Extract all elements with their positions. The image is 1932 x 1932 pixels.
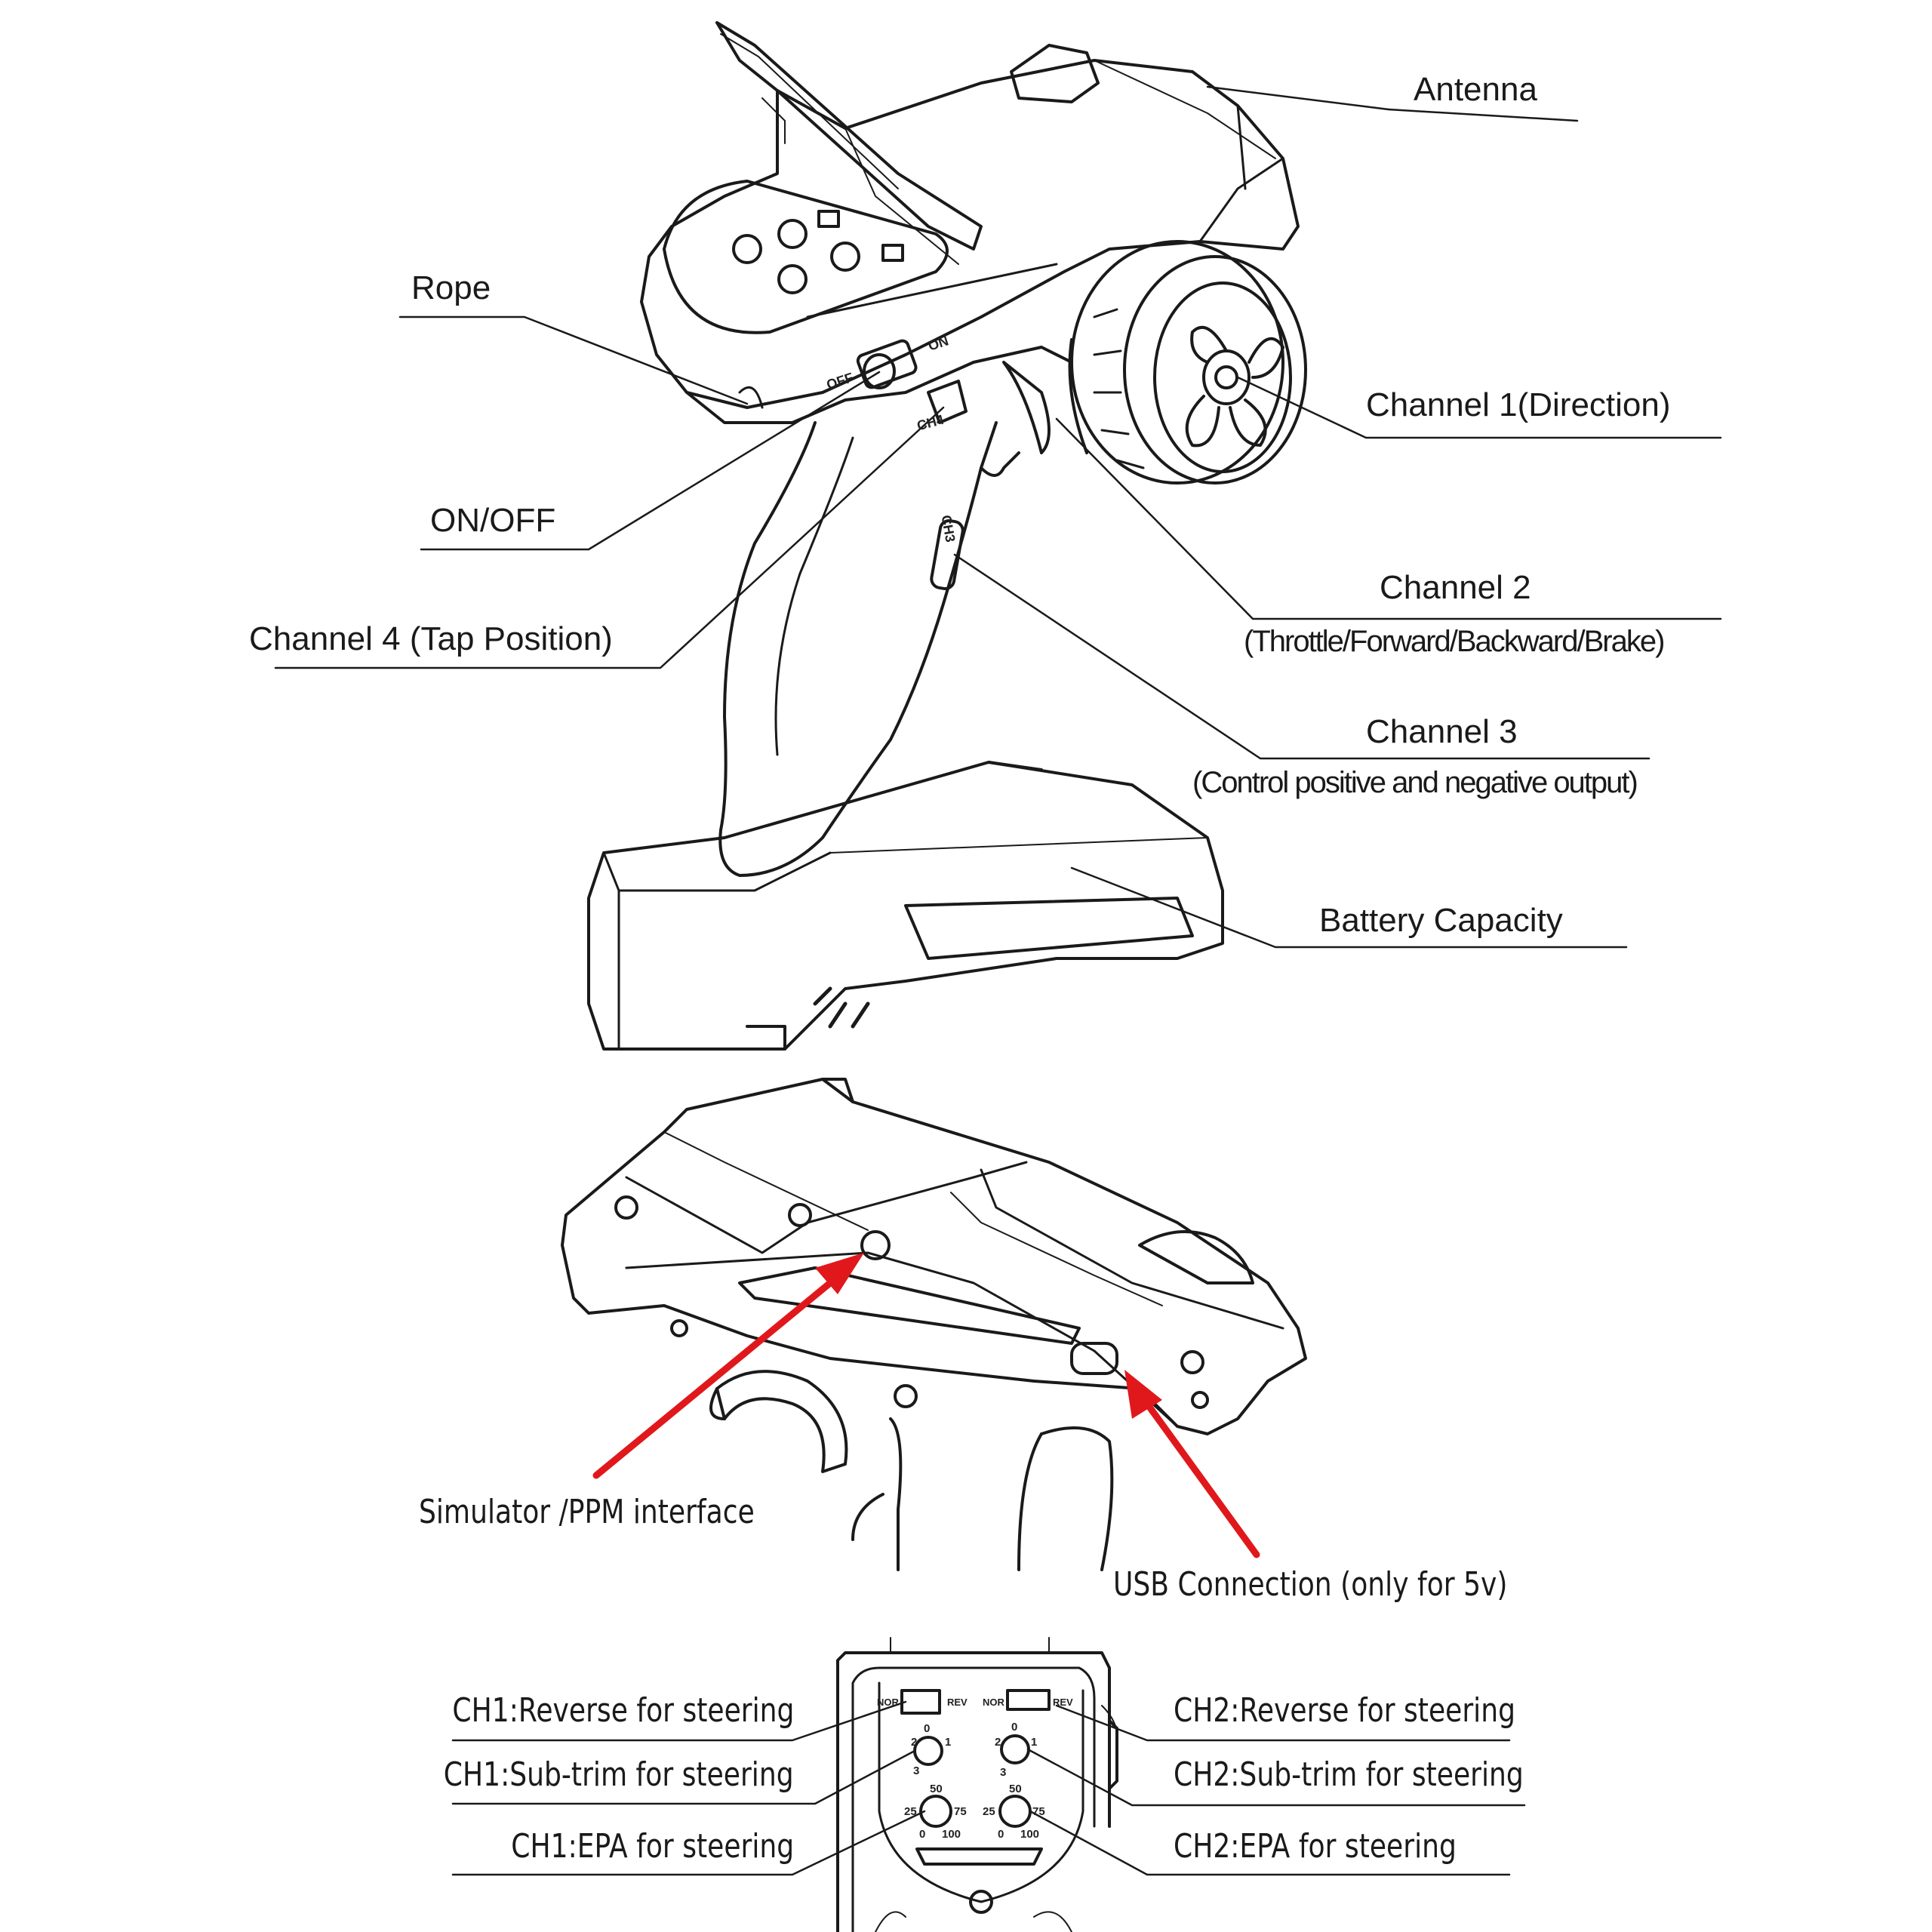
on-off-label: ON/OFF: [430, 502, 556, 539]
trim-panel-view: [836, 1637, 1118, 1932]
ch1-reverse-label: CH1:Reverse for steering: [452, 1691, 794, 1730]
ch2-epa-knob-shape: [998, 1795, 1032, 1828]
ch1-trim-0: 0: [924, 1722, 931, 1735]
channel3-label: Channel 3: [1366, 713, 1518, 750]
ch1-trim-3: 3: [913, 1764, 920, 1777]
channel4-label: Channel 4 (Tap Position): [249, 620, 613, 657]
transmitter-top-view: [587, 21, 1307, 1051]
leader-lines: [274, 85, 1722, 1876]
ch1-subtrim-label: CH1:Sub-trim for steering: [444, 1755, 794, 1794]
lid-flap-shape: [715, 21, 983, 251]
ch2-epa-100: 100: [1020, 1828, 1040, 1841]
ch2-epa-0: 0: [998, 1828, 1004, 1841]
ch1-subtrim-knob-shape: [913, 1736, 943, 1766]
ch2-reverse-label: CH2:Reverse for steering: [1174, 1691, 1515, 1730]
ch1-epa-50: 50: [930, 1783, 943, 1795]
ch2-nor-mark: NOR: [983, 1697, 1004, 1708]
ch2-reverse-switch-shape: [1006, 1689, 1051, 1711]
base-shape: [587, 761, 1224, 1051]
usb-arrow-head: [1124, 1370, 1162, 1419]
upper-body-shape: [640, 59, 1300, 409]
ch1-epa-75: 75: [954, 1805, 967, 1818]
ch2-epa-50: 50: [1009, 1783, 1022, 1795]
ch2-subtrim-knob-shape: [1000, 1734, 1030, 1764]
ch2-epa-75: 75: [1032, 1805, 1045, 1818]
ch2-trim-0: 0: [1011, 1721, 1018, 1734]
transmitter-back-view: [561, 1078, 1307, 1571]
usb-arrow-shaft: [1143, 1400, 1260, 1558]
simulator-arrow-head: [815, 1253, 864, 1294]
ch1-trim-1: 1: [945, 1736, 952, 1749]
trigger-shape: [715, 1370, 848, 1473]
ch2-rev-mark: REV: [1053, 1697, 1073, 1708]
steering-wheel-shape: [1068, 240, 1307, 485]
channel2-label: Channel 2: [1380, 569, 1531, 606]
battery-capacity-label: Battery Capacity: [1319, 902, 1563, 939]
simulator-ppm-label: Simulator /PPM interface: [419, 1493, 755, 1531]
ch2-trim-2: 2: [995, 1736, 1001, 1749]
antenna-label: Antenna: [1414, 71, 1537, 108]
ch1-rev-mark: REV: [947, 1697, 968, 1708]
red-arrows: [592, 1253, 1260, 1558]
ch2-trim-3: 3: [1000, 1766, 1007, 1779]
ch2-epa-25: 25: [983, 1805, 995, 1818]
ch1-epa-0: 0: [919, 1828, 926, 1841]
usb-connection-label: USB Connection (only for 5v): [1113, 1565, 1508, 1604]
ch1-nor-mark: NOR: [877, 1697, 899, 1708]
back-slot-shape: [738, 1266, 1081, 1345]
antenna-hump-shape: [1010, 44, 1100, 103]
channel3-detail-label: (Control positive and negative output): [1192, 766, 1638, 799]
ch1-epa-25: 25: [904, 1805, 917, 1818]
ch2-epa-label: CH2:EPA for steering: [1174, 1827, 1457, 1866]
ch2-subtrim-label: CH2:Sub-trim for steering: [1174, 1755, 1524, 1794]
ch1-epa-knob-shape: [919, 1795, 952, 1828]
channel2-detail-label: (Throttle/Forward/Backward/Brake): [1244, 625, 1665, 658]
ch1-reverse-switch-shape: [900, 1689, 941, 1715]
ch1-epa-label: CH1:EPA for steering: [511, 1827, 794, 1866]
rope-label: Rope: [411, 269, 491, 306]
trim-panel-shape: [663, 180, 949, 334]
back-shell-shape: [561, 1078, 1307, 1435]
grip-shape: [718, 421, 998, 877]
simulator-arrow-shaft: [592, 1279, 834, 1479]
ch1-trim-2: 2: [911, 1736, 918, 1749]
channel1-label: Channel 1(Direction): [1366, 386, 1671, 423]
ch2-trim-1: 1: [1031, 1736, 1038, 1749]
usb-port-shape: [1070, 1342, 1118, 1375]
ch1-epa-100: 100: [942, 1828, 961, 1841]
